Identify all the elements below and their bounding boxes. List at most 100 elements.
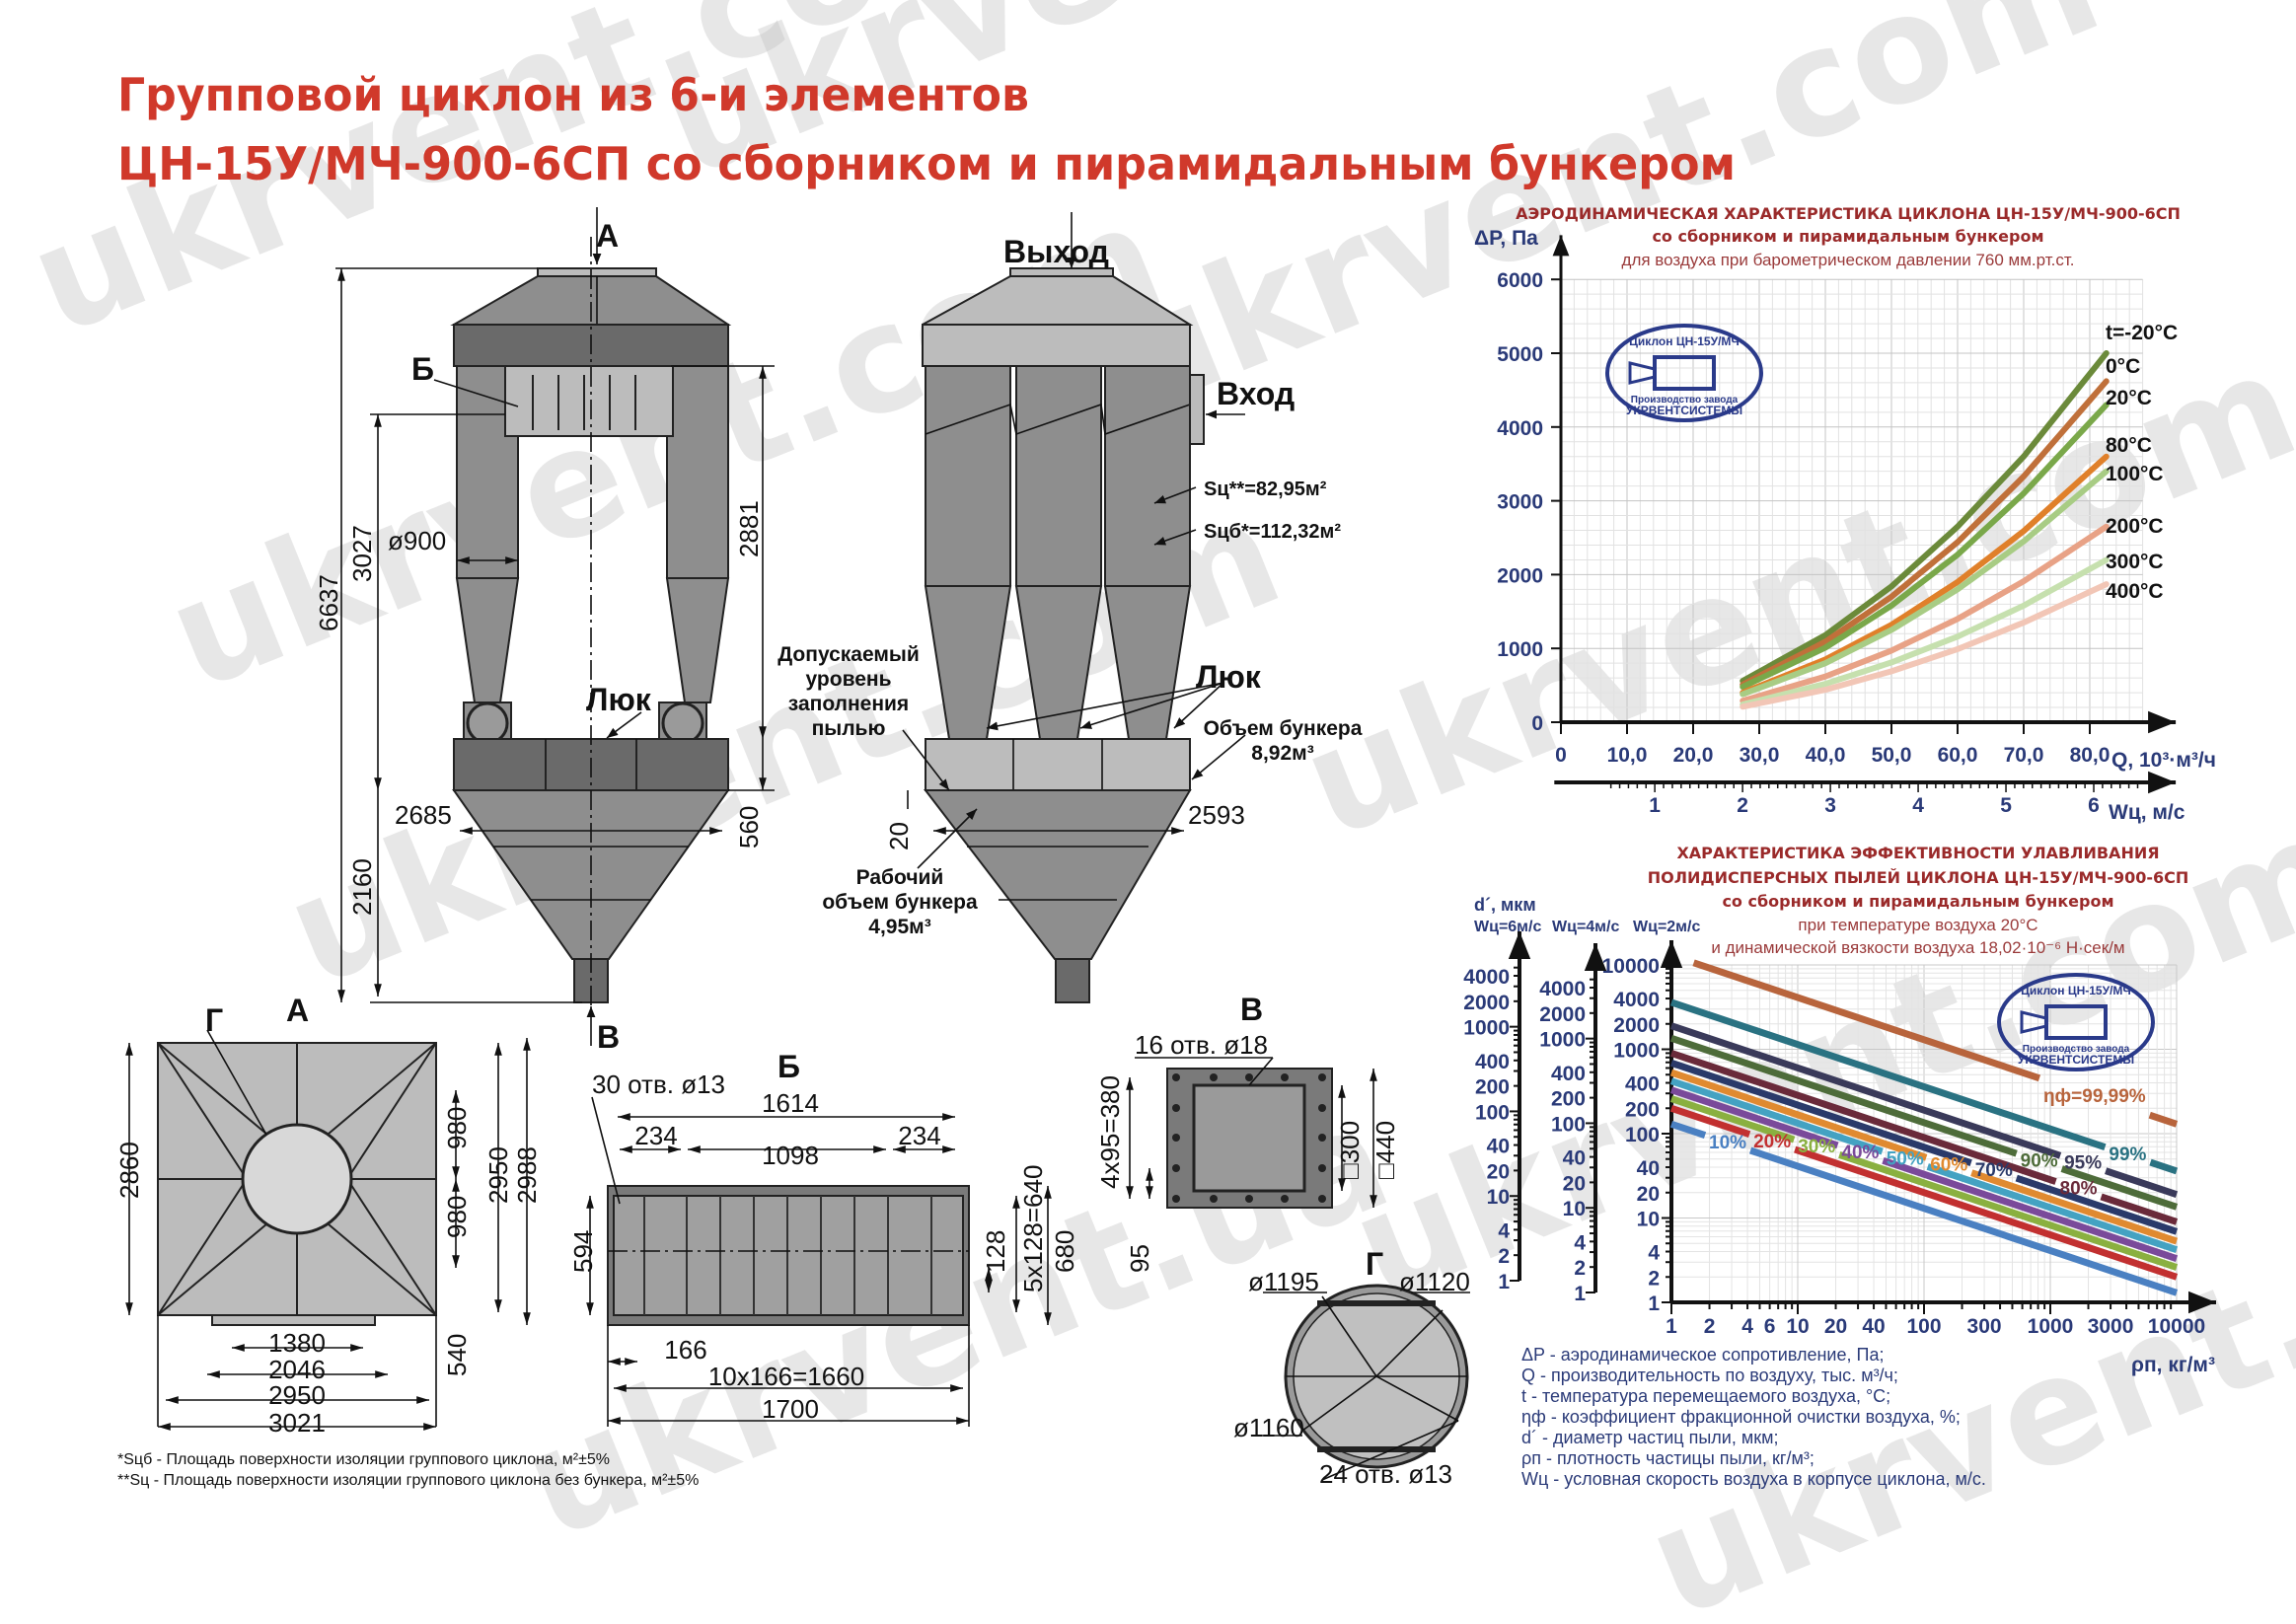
dim-234-left: 234 <box>634 1121 677 1150</box>
secondary-y-tick-label: 20 <box>1487 1160 1510 1183</box>
w-tick-label: 4 <box>1912 794 1924 817</box>
dim-d1120: ø1120 <box>1399 1267 1470 1296</box>
chart2-xlabel: ρп, кг/м³ <box>2131 1354 2215 1376</box>
y-tick-label: 0 <box>1531 712 1543 735</box>
series-label: 95% <box>2064 1152 2102 1173</box>
x-tick-label: 40,0 <box>1806 744 1846 767</box>
series-label: 99% <box>2109 1144 2146 1165</box>
view-g-label: Г <box>1366 1246 1383 1282</box>
dim-1700: 1700 <box>762 1394 819 1424</box>
secondary-y-tick-label: 400 <box>1551 1063 1586 1085</box>
footnote-sc: **Sц - Площадь поверхности изоляции груп… <box>117 1472 699 1489</box>
series-label: 70% <box>1975 1160 2013 1181</box>
holes-24-d13: 24 отв. ø13 <box>1319 1459 1452 1489</box>
chart1-subtitle: со сборником и пирамидальным бункером <box>1652 227 2043 246</box>
dim-2593: 2593 <box>1188 800 1245 830</box>
series-line <box>1669 1095 1796 1144</box>
x-tick-label: 100 <box>1906 1315 1941 1338</box>
inlet-label: Вход <box>1217 376 1295 411</box>
series-line <box>1740 453 2110 697</box>
y-tick-label: 1000 <box>1613 1040 1660 1063</box>
series-line <box>1669 1120 1707 1139</box>
series-label: ηф=99,99% <box>2043 1086 2146 1107</box>
dim-980-top: 980 <box>442 1107 472 1149</box>
secondary-y-tick-label: 4 <box>1574 1231 1586 1254</box>
series-label: 0°C <box>2106 355 2140 378</box>
stamp-text: Циклон ЦН-15У/МЧ <box>1629 334 1740 348</box>
chart1-ylabel: ΔP, Па <box>1474 227 1538 250</box>
x-tick-label: 1000 <box>2028 1315 2074 1338</box>
y-tick-label: 100 <box>1625 1124 1660 1146</box>
series-label: 30% <box>1798 1137 1835 1157</box>
series-label: 50% <box>1887 1148 1924 1169</box>
front-view <box>335 207 775 1046</box>
x-tick-label: 60,0 <box>1938 744 1978 767</box>
side-view <box>902 212 1246 1003</box>
axis-label-w4: Wц=4м/с <box>1552 919 1619 935</box>
series-label: 400°C <box>2106 580 2164 603</box>
series-line <box>1740 556 2110 708</box>
series-line <box>1882 1156 2179 1262</box>
secondary-y-tick-label: 2000 <box>1539 1003 1586 1026</box>
y-tick-label: 2000 <box>1613 1014 1660 1037</box>
secondary-y-tick-label: 4000 <box>1463 966 1510 989</box>
secondary-y-tick-label: 200 <box>1475 1076 1510 1099</box>
secondary-y-tick-label: 2 <box>1498 1245 1510 1268</box>
series-label: 200°C <box>2106 515 2164 538</box>
dim-95: 95 <box>1125 1244 1154 1273</box>
series-label: 300°C <box>2106 551 2164 573</box>
y-tick-label: 1 <box>1648 1292 1660 1315</box>
dim-560: 560 <box>734 806 764 849</box>
series-label: t=-20°C <box>2106 322 2178 344</box>
series-line <box>1669 1069 1928 1161</box>
series-line <box>1669 1059 1972 1167</box>
secondary-y-tick-label: 40 <box>1487 1136 1510 1158</box>
series-line <box>1740 468 2110 698</box>
svg-text:заполнения: заполнения <box>788 693 909 715</box>
x-tick-label: 50,0 <box>1872 744 1912 767</box>
svg-text:Производство завода: Производство завода <box>2023 1044 2130 1055</box>
outlet-label: Выход <box>1003 234 1109 269</box>
section-label-b: Б <box>411 351 434 387</box>
hatch-label-side: Люк <box>1196 659 1262 695</box>
y-tick-label: 200 <box>1625 1098 1660 1121</box>
x-tick-label: 300 <box>1967 1315 2002 1338</box>
dim-6637: 6637 <box>314 574 343 631</box>
dim-1380: 1380 <box>268 1328 326 1358</box>
secondary-y-tick-label: 2000 <box>1463 992 1510 1014</box>
dim-128: 128 <box>981 1230 1010 1273</box>
secondary-y-tick-label: 1 <box>1498 1271 1510 1293</box>
view-a-top <box>125 1029 531 1431</box>
legend-line: Wц - условная скорость воздуха в корпусе… <box>1521 1469 1986 1489</box>
view-b-inlet <box>586 1096 1052 1427</box>
series-label: 20% <box>1753 1132 1791 1152</box>
series-label: 40% <box>1841 1143 1879 1163</box>
svg-text:Производство завода: Производство завода <box>1631 395 1739 406</box>
dim-1098: 1098 <box>762 1141 819 1170</box>
view-v-flange <box>1126 1057 1377 1209</box>
y-tick-label: 6000 <box>1497 269 1543 292</box>
x-tick-label: 10 <box>1786 1315 1809 1338</box>
series-label: 10% <box>1709 1133 1746 1153</box>
dim-2860: 2860 <box>114 1142 144 1199</box>
svg-text:8,92м³: 8,92м³ <box>1251 742 1313 765</box>
series-label: 20°C <box>2106 387 2152 409</box>
secondary-y-tick-label: 20 <box>1563 1172 1586 1195</box>
y-tick-label: 400 <box>1625 1073 1660 1096</box>
dim-4x95: 4x95=380 <box>1095 1075 1125 1189</box>
axis-label-w2: Wц=2м/с <box>1633 919 1700 935</box>
dim-sq300: □300 <box>1335 1121 1365 1179</box>
secondary-y-tick-label: 200 <box>1551 1088 1586 1111</box>
series-line <box>1740 350 2110 685</box>
hatch-label: Люк <box>586 682 652 717</box>
y-tick-label: 40 <box>1637 1157 1660 1180</box>
chart2-ylabel: d´, мкм <box>1474 895 1536 915</box>
view-g-callout: Г <box>205 1002 223 1038</box>
dim-5x128: 5x128=640 <box>1018 1165 1048 1292</box>
efficiency-chart: ХАРАКТЕРИСТИКА ЭФФЕКТИВНОСТИ УЛАВЛИВАНИЯ… <box>1463 844 2216 1376</box>
dim-2685: 2685 <box>395 800 452 830</box>
series-line <box>1838 1151 2179 1271</box>
x-tick-label: 2 <box>1704 1315 1716 1338</box>
series-line <box>2148 1111 2179 1128</box>
